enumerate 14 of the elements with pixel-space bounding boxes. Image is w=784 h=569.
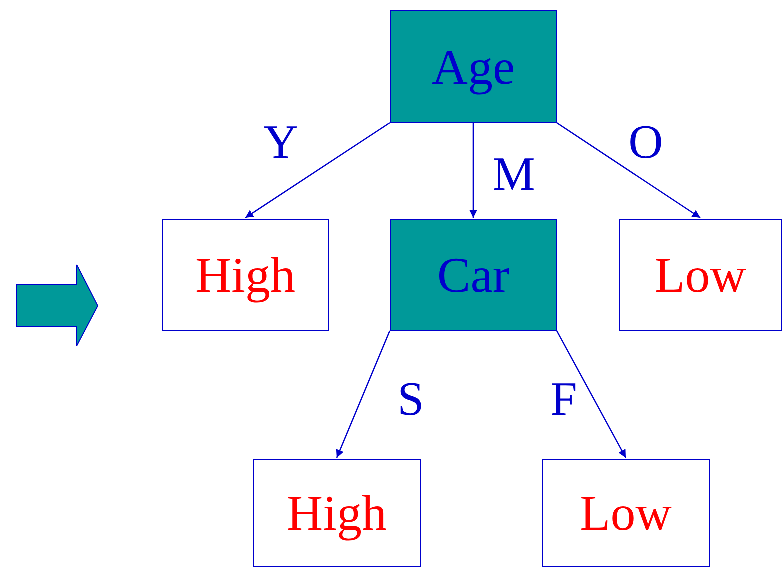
arrow (556, 122, 701, 219)
node-label: Low (654, 250, 746, 300)
arrow (470, 123, 478, 218)
decision-box (390, 219, 557, 331)
arrow (556, 330, 627, 458)
leaf-box (619, 219, 782, 331)
arrow (245, 122, 390, 219)
leaf-box (542, 459, 710, 567)
decision-box (390, 10, 557, 123)
node-label: Low (580, 488, 672, 538)
leaf-box (253, 459, 421, 567)
leaf-box (162, 219, 329, 331)
arrow (336, 330, 391, 458)
node-label: Car (437, 250, 510, 300)
